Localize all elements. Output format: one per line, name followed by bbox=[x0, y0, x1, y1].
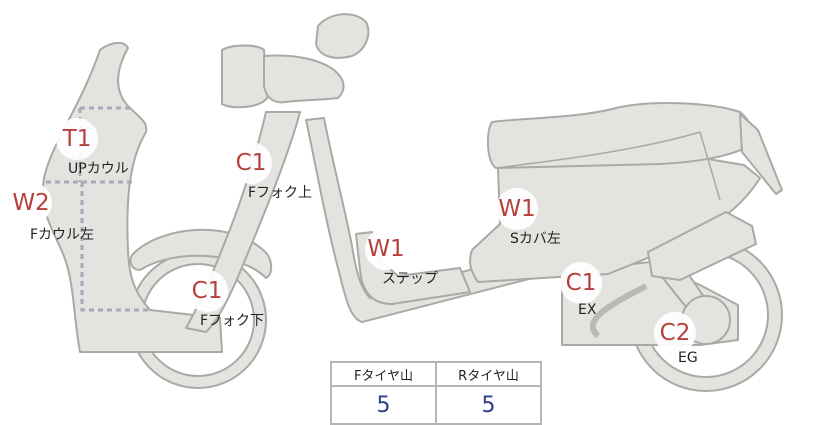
handlebar-cover bbox=[263, 54, 345, 104]
marker-label-c1-ffork-lower: Fフォク下 bbox=[200, 313, 265, 329]
muffler bbox=[647, 211, 757, 281]
tail-fin bbox=[739, 113, 783, 195]
marker-label-c1-ffork-upper: Fフォク上 bbox=[248, 185, 313, 201]
marker-label-c2-eg: EG bbox=[678, 350, 698, 366]
marker-code-w1-scover-left[interactable]: W1 bbox=[496, 188, 538, 230]
marker-label-c1-ex: EX bbox=[578, 302, 597, 318]
marker-label-t1-upcowl: UPカウル bbox=[68, 161, 129, 177]
tire-table-header-row: Fタイヤ山 Rタイヤ山 bbox=[330, 361, 542, 387]
marker-label-w1-scover-left: Sカバ左 bbox=[510, 231, 561, 247]
body-seams bbox=[495, 131, 721, 201]
marker-code-c1-ffork-lower[interactable]: C1 bbox=[186, 270, 228, 312]
headlight bbox=[221, 44, 269, 109]
marker-code-w1-step[interactable]: W1 bbox=[365, 228, 407, 270]
marker-code-w2-fcowl-left[interactable]: W2 bbox=[10, 182, 52, 224]
marker-code-c1-ffork-upper[interactable]: C1 bbox=[230, 142, 272, 184]
marker-label-w1-step: ステップ bbox=[382, 271, 438, 287]
tire-table-value-row: 5 5 bbox=[330, 385, 542, 425]
marker-code-c1-ex[interactable]: C1 bbox=[560, 262, 602, 304]
front-tire-value: 5 bbox=[330, 385, 437, 425]
mirror bbox=[315, 13, 370, 59]
floor-step bbox=[355, 231, 471, 305]
marker-code-c2-eg[interactable]: C2 bbox=[654, 312, 696, 354]
rear-tire-value: 5 bbox=[435, 385, 542, 425]
tire-tread-table: Fタイヤ山 Rタイヤ山 5 5 bbox=[330, 361, 542, 425]
exhaust-pipe bbox=[589, 283, 648, 339]
seat bbox=[486, 102, 754, 169]
marker-code-t1-upcowl[interactable]: T1 bbox=[56, 118, 98, 160]
marker-label-w2-fcowl-left: Fカウル左 bbox=[30, 227, 95, 243]
front-tire-header: Fタイヤ山 bbox=[330, 361, 437, 387]
rear-tire-header: Rタイヤ山 bbox=[435, 361, 542, 387]
